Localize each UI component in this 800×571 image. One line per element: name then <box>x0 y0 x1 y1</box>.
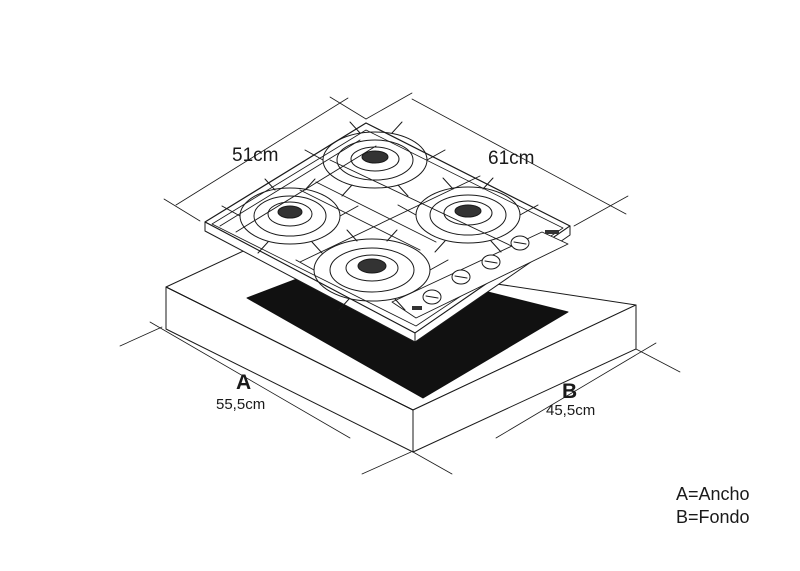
legend-b: B=Fondo <box>676 507 750 527</box>
legend: A=Ancho B=Fondo <box>676 483 750 529</box>
dimension-lines-top <box>163 92 629 227</box>
dimension-lines-bottom <box>119 321 681 475</box>
burner-front <box>295 229 449 311</box>
legend-a: A=Ancho <box>676 484 750 504</box>
cutout-b-letter: B <box>562 380 578 403</box>
control-knobs <box>412 230 559 310</box>
burner-left <box>221 178 359 254</box>
cutout-b-value: 45,5cm <box>546 402 596 419</box>
grate-lines <box>219 139 521 263</box>
cutout-a-letter: A <box>236 371 252 394</box>
burner-right <box>397 177 539 253</box>
top-width-label: 51cm <box>232 145 279 166</box>
cutout-a-value: 55,5cm <box>216 396 266 413</box>
top-depth-label: 61cm <box>488 148 535 169</box>
cooktop-body <box>204 122 571 343</box>
